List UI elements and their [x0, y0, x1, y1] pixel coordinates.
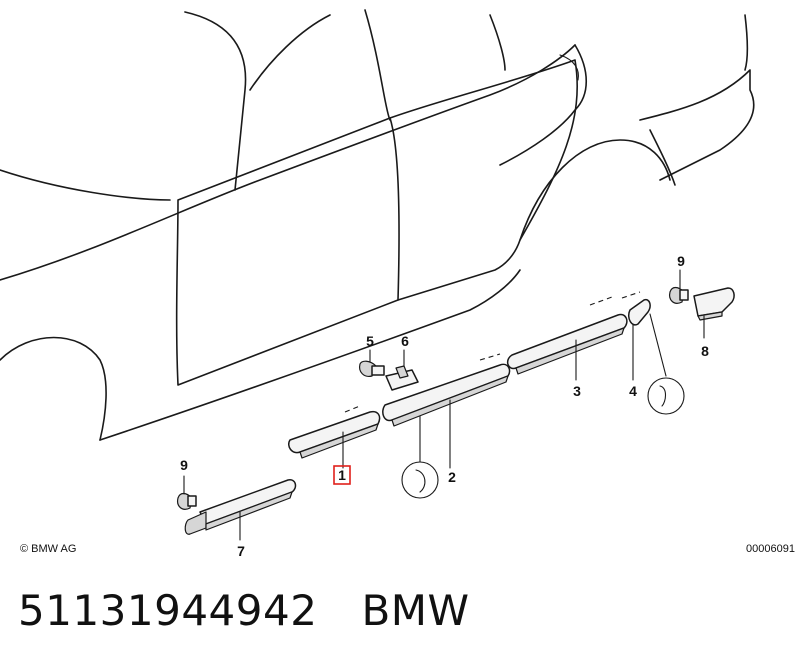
- callout-1[interactable]: 1: [338, 467, 346, 483]
- caption: 51131944942 BMW: [18, 586, 470, 635]
- copyright-mark: © BMW AG: [20, 543, 76, 555]
- part-1-moulding[interactable]: [288, 405, 381, 469]
- part-1-highlight-box: [333, 465, 351, 485]
- car-outline: [0, 9, 755, 441]
- part-7-sill-trim[interactable]: [184, 479, 297, 541]
- part-8-flap[interactable]: [693, 287, 735, 339]
- part-5-clip[interactable]: [359, 349, 385, 377]
- part-9-clip-left[interactable]: [177, 475, 197, 510]
- callout-7[interactable]: 7: [237, 543, 245, 559]
- part-2-moulding[interactable]: [382, 353, 511, 499]
- callout-3[interactable]: 3: [573, 383, 581, 399]
- brand-name: BMW: [361, 586, 470, 635]
- callout-4[interactable]: 4: [629, 383, 637, 399]
- part-6-holder[interactable]: [385, 349, 419, 391]
- callout-9-left[interactable]: 9: [180, 457, 188, 473]
- part-3-moulding[interactable]: [506, 296, 628, 381]
- diagram-id: 00006091: [746, 543, 795, 555]
- part-9-clip-right[interactable]: [669, 269, 689, 304]
- part-4-end-cap[interactable]: [621, 291, 685, 415]
- callout-6[interactable]: 6: [401, 333, 409, 349]
- callout-2[interactable]: 2: [448, 469, 456, 485]
- callout-9-right[interactable]: 9: [677, 253, 685, 269]
- part-number: 51131944942: [18, 586, 318, 635]
- callout-5[interactable]: 5: [366, 333, 374, 349]
- callout-8[interactable]: 8: [701, 343, 709, 359]
